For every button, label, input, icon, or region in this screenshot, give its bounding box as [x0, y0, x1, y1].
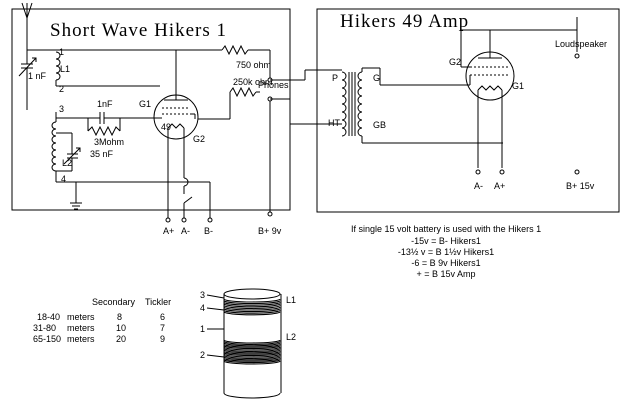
receiver-terminal-a-plus	[165, 217, 171, 223]
form-pin-label: 2	[200, 350, 205, 360]
table-cell-secondary: 10	[116, 323, 126, 333]
tuning-capacitor	[18, 50, 37, 110]
table-cell-tickler: 6	[160, 312, 165, 322]
transformer-gb-label: GB	[373, 120, 386, 130]
pin-4-label: 4	[61, 174, 66, 184]
loudspeaker-label: Loudspeaker	[555, 39, 607, 49]
grid-cap-label: 1nF	[97, 99, 113, 109]
filament-switch	[183, 196, 193, 218]
table-cell-unit: meters	[67, 323, 95, 333]
coil-l1	[55, 51, 61, 81]
receiver-label-a-plus: A+	[163, 226, 174, 236]
coil-l2-lower	[51, 142, 57, 172]
transformer-ht-label: HT	[328, 118, 340, 128]
receiver-title: Short Wave Hikers 1	[50, 20, 227, 41]
amp-box	[316, 8, 620, 213]
battery-note: If single 15 volt battery is used with t…	[351, 224, 541, 279]
winding-l1	[223, 298, 281, 316]
battery-note-heading: If single 15 volt battery is used with t…	[351, 224, 541, 234]
receiver-label-b-minus: B-	[204, 226, 213, 236]
res-750-label: 750 ohm	[236, 60, 271, 70]
tuning-cap-label: 1 nF	[28, 71, 47, 81]
antenna-icon	[21, 2, 33, 50]
amp-label-a-plus: A+	[494, 181, 505, 191]
table-cell-secondary: 20	[116, 334, 126, 344]
pin-3-label: 3	[59, 104, 64, 114]
table-cell-unit: meters	[67, 312, 95, 322]
amp-terminal-a-plus	[499, 169, 505, 175]
table-cell-tickler: 7	[160, 323, 165, 333]
coil-l1-label: L1	[60, 64, 70, 74]
coil-turns-table: Secondary Tickler 18-40 meters 8 6 31-80…	[33, 297, 171, 344]
tube-g1-label: G1	[139, 99, 151, 109]
battery-note-line: -6 = B 9v Hikers1	[411, 258, 480, 268]
coil-l2-label: L2	[62, 158, 72, 168]
amp-g1-label: G1	[512, 81, 524, 91]
loudspeaker-terminal-top	[574, 53, 580, 59]
table-cell-tickler: 9	[160, 334, 165, 344]
resistor-250k	[229, 86, 257, 98]
battery-note-line: + = B 15v Amp	[416, 269, 475, 279]
tube-49	[153, 86, 199, 140]
form-winding-label-l1: L1	[286, 295, 296, 305]
amp-title: Hikers 49 Amp	[340, 11, 469, 32]
form-pin-label: 4	[200, 303, 205, 313]
coil-l2-upper	[51, 121, 57, 144]
transformer-p-label: P	[332, 73, 338, 83]
receiver-terminal-b-minus	[207, 217, 213, 223]
ground-icon	[70, 202, 82, 210]
amp-label-a-minus: A-	[474, 181, 483, 191]
coil-form-illustration	[223, 288, 282, 399]
resistor-750	[221, 44, 249, 56]
receiver-label-b-plus: B+ 9v	[258, 226, 282, 236]
table-cell-range: 65-150	[33, 334, 61, 344]
table-cell-unit: meters	[67, 334, 95, 344]
amp-terminal-b-plus	[574, 169, 580, 175]
form-winding-label-l2: L2	[286, 332, 296, 342]
transformer-g-label: G	[373, 73, 380, 83]
amp-g2-label: G2	[449, 57, 461, 67]
receiver-label-a-minus: A-	[181, 226, 190, 236]
grid-leak-resistor	[87, 125, 121, 137]
winding-l2	[223, 339, 281, 365]
amp-terminal-a-minus	[475, 169, 481, 175]
table-header-tickler: Tickler	[145, 297, 171, 307]
table-cell-range: 31-80	[33, 323, 56, 333]
tube-g2-label: G2	[193, 134, 205, 144]
amp-tube	[465, 40, 515, 101]
pin-1-label: 1	[59, 47, 64, 57]
receiver-terminal-b-plus	[267, 211, 273, 217]
battery-note-line: -13½ v = B 1½v Hikers1	[398, 247, 494, 257]
form-pin-label: 1	[200, 324, 205, 334]
grid-leak-label: 3Mohm	[94, 137, 124, 147]
form-pin-label: 3	[200, 290, 205, 300]
amp-label-b-plus: B+ 15v	[566, 181, 595, 191]
res-250k-label: 250k ohm	[233, 77, 273, 87]
receiver-terminal-a-minus	[181, 217, 187, 223]
table-header-secondary: Secondary	[92, 297, 136, 307]
pin-2-label: 2	[59, 84, 64, 94]
battery-note-line: -15v = B- Hikers1	[411, 236, 481, 246]
reaction-cap-label: 35 nF	[90, 149, 114, 159]
interstage-transformer	[341, 71, 363, 137]
tube-number: 49	[161, 122, 171, 132]
phones-label: Phones	[258, 80, 289, 90]
table-cell-range: 18-40	[37, 312, 60, 322]
grid-capacitor	[99, 112, 105, 124]
table-cell-secondary: 8	[117, 312, 122, 322]
